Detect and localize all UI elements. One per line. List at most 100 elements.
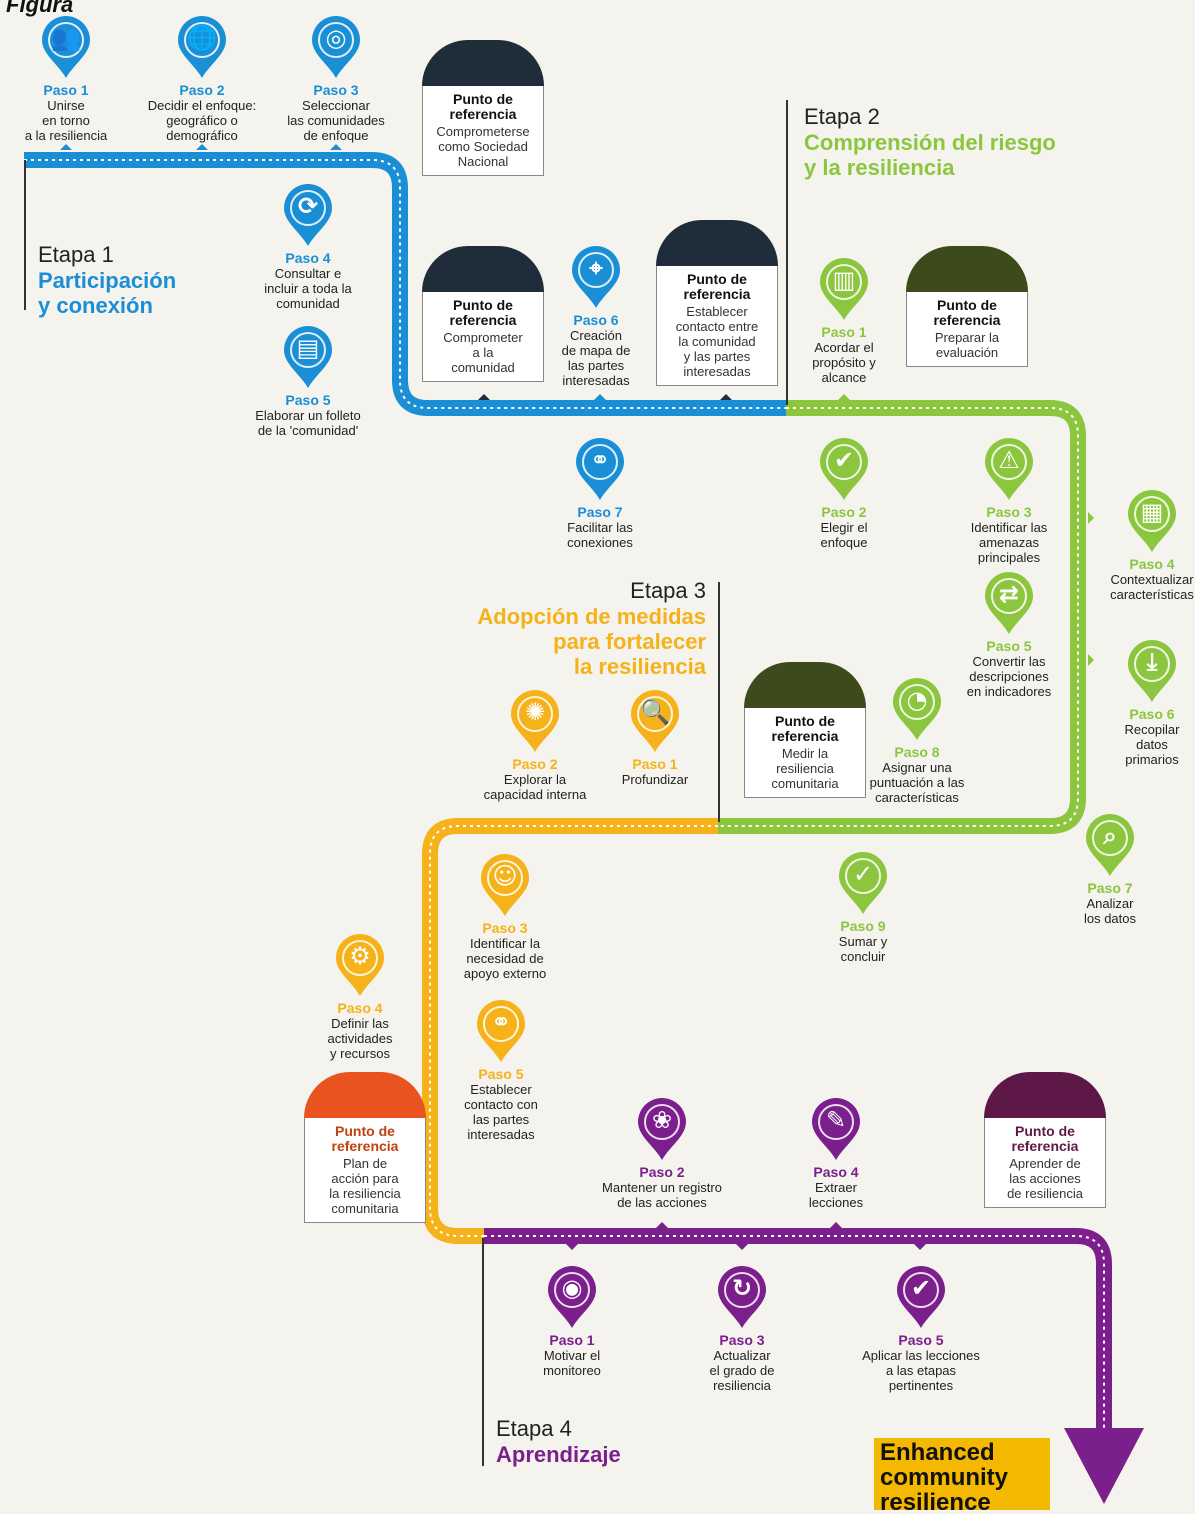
connections-icon: ⚭: [572, 436, 628, 502]
warning-icon: ⚠: [981, 436, 1037, 502]
stage-3-number: Etapa 3: [630, 578, 706, 603]
step-description-line: las partes: [472, 1112, 530, 1127]
step-description-line: apoyo externo: [463, 966, 547, 981]
step-description-line: resiliencia: [713, 1378, 771, 1393]
step-description-line: Explorar la: [503, 772, 567, 787]
step-description-line: Identificar la: [469, 936, 541, 951]
step-description-line: Establecer: [470, 1082, 532, 1097]
step-description-line: de las acciones: [617, 1195, 707, 1210]
step-description-line: Aplicar las lecciones: [862, 1348, 980, 1363]
document-refresh-icon: ↻: [714, 1264, 770, 1330]
stage-2-divider: [786, 100, 788, 405]
milestone-description-line: las acciones: [1009, 1171, 1081, 1186]
step-glyph: ✔: [910, 1274, 932, 1302]
step-description-line: Asignar una: [882, 760, 952, 775]
stage-1-divider: [24, 160, 26, 310]
check-icon: ✔: [893, 1264, 949, 1330]
analyze-icon: ⌕: [1082, 812, 1138, 878]
stage-1-label: Etapa 1 Participación y conexión: [38, 242, 176, 318]
stage-4-number: Etapa 4: [496, 1416, 572, 1441]
step-number: Paso 3: [313, 82, 359, 98]
step-glyph: ◔: [906, 686, 928, 714]
step-glyph: ⌕: [1103, 822, 1117, 850]
step-description-line: interesadas: [467, 1127, 535, 1142]
milestone-title-line: Punto de: [335, 1123, 395, 1139]
milestone-title-line: referencia: [683, 286, 751, 302]
step-number: Paso 6: [1129, 706, 1175, 722]
paw-icon: ❀: [634, 1096, 690, 1162]
globe-icon: 🌐: [174, 14, 230, 80]
step-description-line: las partes: [567, 358, 625, 373]
step-glyph: ✓: [852, 860, 874, 888]
step-number: Paso 8: [894, 744, 940, 760]
stage-3-name-line: Adopción de medidas: [477, 604, 706, 629]
step-description-line: características: [875, 790, 959, 805]
step-description-line: Consultar e: [274, 266, 342, 281]
step-description-line: principales: [977, 550, 1041, 565]
step-description-line: Definir las: [331, 1016, 389, 1031]
step-glyph: ⚙: [349, 942, 371, 970]
step-description-line: Unirse: [47, 98, 85, 113]
step-description-line: datos: [1136, 737, 1168, 752]
step-number: Paso 2: [179, 82, 225, 98]
step-description-line: en indicadores: [966, 684, 1052, 699]
stage-4-name-line: Aprendizaje: [496, 1442, 621, 1467]
step-glyph: ◉: [561, 1274, 583, 1302]
step-description-line: monitoreo: [543, 1363, 601, 1378]
step-glyph: ⟳: [297, 192, 319, 220]
milestone-description-line: la comunidad: [678, 334, 756, 349]
final-outcome-line: community: [880, 1464, 1009, 1491]
step-description-line: Mantener un registro: [602, 1180, 722, 1195]
stage-1-name-line: Participación: [38, 268, 177, 293]
step-number: Paso 3: [986, 504, 1032, 520]
step-glyph: 🔍: [640, 698, 670, 726]
stage-2-label: Etapa 2 Comprensión del riesgo y la resi…: [804, 104, 1056, 180]
step-number: Paso 1: [549, 1332, 595, 1348]
step-description-line: las comunidades: [287, 113, 385, 128]
step-description-line: Identificar las: [970, 520, 1048, 535]
step-number: Paso 5: [285, 392, 331, 408]
milestone-title-line: referencia: [933, 312, 1001, 328]
step-description-line: descripciones: [969, 669, 1049, 684]
step-number: Paso 2: [821, 504, 867, 520]
step-description-line: Extraer: [815, 1180, 857, 1195]
community-cycle-icon: ⟳: [280, 182, 336, 248]
step-description-line: Seleccionar: [302, 98, 370, 113]
check-circle-icon: ✓: [835, 850, 891, 916]
step-number: Paso 5: [478, 1066, 524, 1082]
step-description-line: Actualizar: [713, 1348, 771, 1363]
step-number: Paso 7: [1087, 880, 1133, 896]
milestone-description-line: Establecer: [686, 304, 748, 319]
stage-2-number: Etapa 2: [804, 104, 880, 129]
people-icon: 👥: [38, 14, 94, 80]
milestone-dome: [656, 220, 778, 266]
milestone-description-line: Plan de: [342, 1156, 388, 1171]
step-description-line: Contextualizar: [1110, 572, 1194, 587]
step-number: Paso 5: [898, 1332, 944, 1348]
step-glyph: ⚭: [589, 446, 611, 474]
step-number: Paso 3: [482, 920, 528, 936]
step-description-line: el grado de: [709, 1363, 775, 1378]
step-number: Paso 9: [840, 918, 886, 934]
step-number: Paso 1: [43, 82, 89, 98]
pencil-icon: ✎: [808, 1096, 864, 1162]
milestone-description-line: comunidad: [451, 360, 515, 375]
step-number: Paso 4: [813, 1164, 859, 1180]
milestone-description-line: Aprender de: [1009, 1156, 1081, 1171]
stage-1-number: Etapa 1: [38, 242, 114, 267]
